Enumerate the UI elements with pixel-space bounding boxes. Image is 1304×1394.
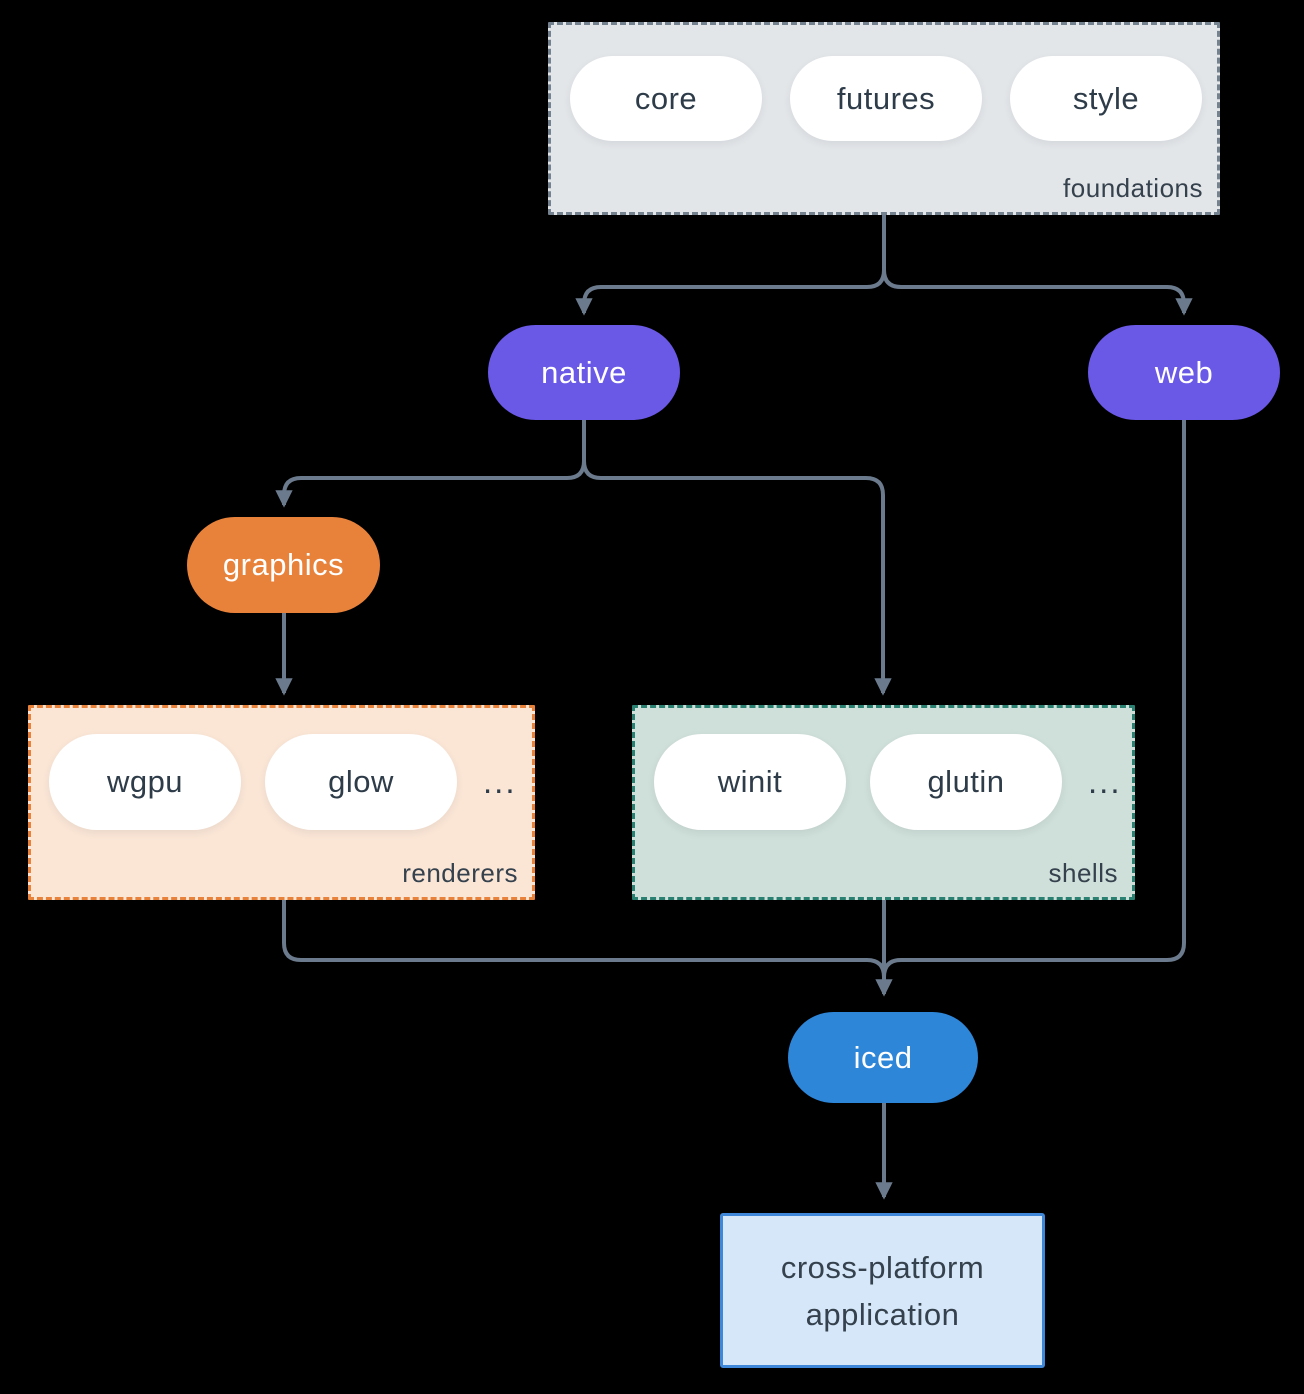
pill-web-label: web: [1154, 354, 1214, 390]
pill-web: web: [1088, 325, 1280, 420]
pill-iced: iced: [788, 1012, 978, 1103]
edge-foundations-web: [882, 215, 1193, 316]
pill-style: style: [1010, 56, 1202, 141]
cross-platform-application-box: cross-platform application: [720, 1213, 1045, 1368]
pill-wgpu-label: wgpu: [106, 764, 184, 799]
foundations-group-label: foundations: [1063, 173, 1203, 203]
shells-group: winit glutin ... shells: [632, 705, 1135, 900]
shells-ellipsis: ...: [1088, 763, 1122, 800]
pill-iced-label: iced: [853, 1039, 913, 1075]
pill-core: core: [570, 56, 762, 141]
foundations-group: core futures style foundations: [548, 22, 1220, 215]
cross-platform-application-label: cross-platform application: [780, 1249, 985, 1332]
pill-native: native: [488, 325, 680, 420]
pill-futures-label: futures: [836, 80, 936, 116]
pill-style-label: style: [1072, 80, 1140, 116]
pill-graphics-label: graphics: [222, 547, 345, 582]
renderers-group: wgpu glow ... renderers: [28, 705, 535, 900]
renderers-group-label: renderers: [402, 858, 518, 888]
pill-native-label: native: [541, 354, 627, 390]
pill-glow: glow: [265, 734, 457, 830]
pill-core-label: core: [634, 80, 698, 116]
renderers-pills: wgpu glow ...: [49, 734, 517, 830]
edge-native-shells: [582, 420, 892, 696]
edge-foundations-native: [575, 215, 886, 316]
shells-pills: winit glutin ...: [654, 734, 1122, 830]
foundations-pills: core futures style: [570, 56, 1202, 141]
edge-native-graphics: [275, 420, 586, 508]
pill-winit: winit: [654, 734, 846, 830]
pill-glow-label: glow: [328, 764, 394, 799]
pill-winit-label: winit: [717, 764, 783, 799]
renderers-ellipsis: ...: [483, 763, 517, 800]
pill-graphics: graphics: [187, 517, 380, 613]
pill-glutin: glutin: [870, 734, 1062, 830]
shells-group-label: shells: [1048, 858, 1118, 888]
pill-wgpu: wgpu: [49, 734, 241, 830]
pill-futures: futures: [790, 56, 982, 141]
edge-renderers-iced: [282, 900, 886, 984]
pill-glutin-label: glutin: [927, 764, 1005, 799]
